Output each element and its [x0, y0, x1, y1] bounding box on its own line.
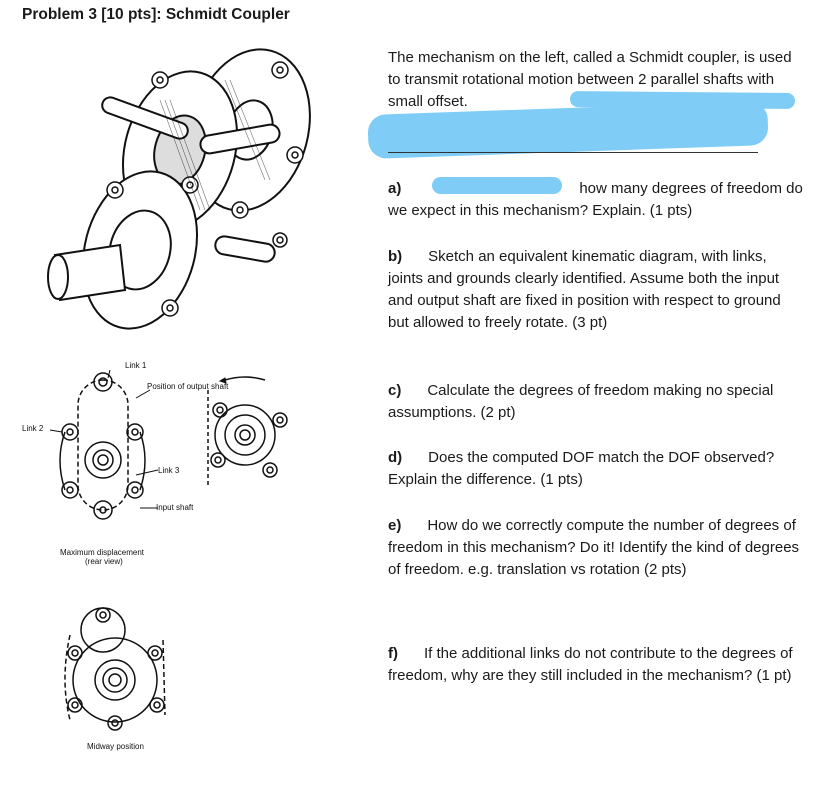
question-label: b) [388, 248, 403, 265]
question-f: f)If the additional links do not contrib… [388, 643, 803, 687]
question-e: e)How do we correctly compute the number… [388, 515, 803, 581]
question-text: Sketch an equivalent kinematic diagram, … [388, 248, 781, 331]
question-a: a)how many degrees of freedom do we expe… [388, 178, 803, 222]
question-d: d)Does the computed DOF match the DOF ob… [388, 447, 803, 491]
question-label: d) [388, 449, 403, 466]
underline-rule [388, 152, 758, 153]
redaction-mark [432, 177, 562, 194]
question-text: If the additional links do not contribut… [388, 645, 793, 684]
coupler-3d-illustration [47, 48, 311, 330]
question-text: how many degrees of freedom do we expect… [388, 180, 803, 219]
question-label: a) [388, 180, 402, 197]
question-c: c)Calculate the degrees of freedom makin… [388, 380, 803, 424]
question-text: How do we correctly compute the number o… [388, 517, 800, 578]
question-label: c) [388, 382, 402, 399]
midway-diagram [64, 607, 166, 731]
question-b: b)Sketch an equivalent kinematic diagram… [388, 246, 803, 334]
link3-label: Link 3 [158, 466, 180, 475]
midway-position-label: Midway position [87, 742, 144, 751]
position-output-shaft-label: Position of output shaft [147, 382, 229, 391]
question-text: Calculate the degrees of freedom making … [388, 382, 774, 421]
question-label: f) [388, 645, 398, 662]
rear-view-label: (rear view) [85, 557, 123, 566]
link2-label: Link 2 [22, 424, 44, 433]
question-text: Does the computed DOF match the DOF obse… [388, 449, 775, 488]
input-shaft-label: Input shaft [156, 503, 194, 512]
link1-label: Link 1 [125, 361, 147, 370]
intro-paragraph: The mechanism on the left, called a Schm… [388, 49, 792, 110]
question-label: e) [388, 517, 402, 534]
problem-title: Problem 3 [10 pts]: Schmidt Coupler [22, 6, 290, 23]
rear-view-diagram [49, 369, 288, 520]
max-displacement-label: Maximum displacement [60, 548, 145, 557]
